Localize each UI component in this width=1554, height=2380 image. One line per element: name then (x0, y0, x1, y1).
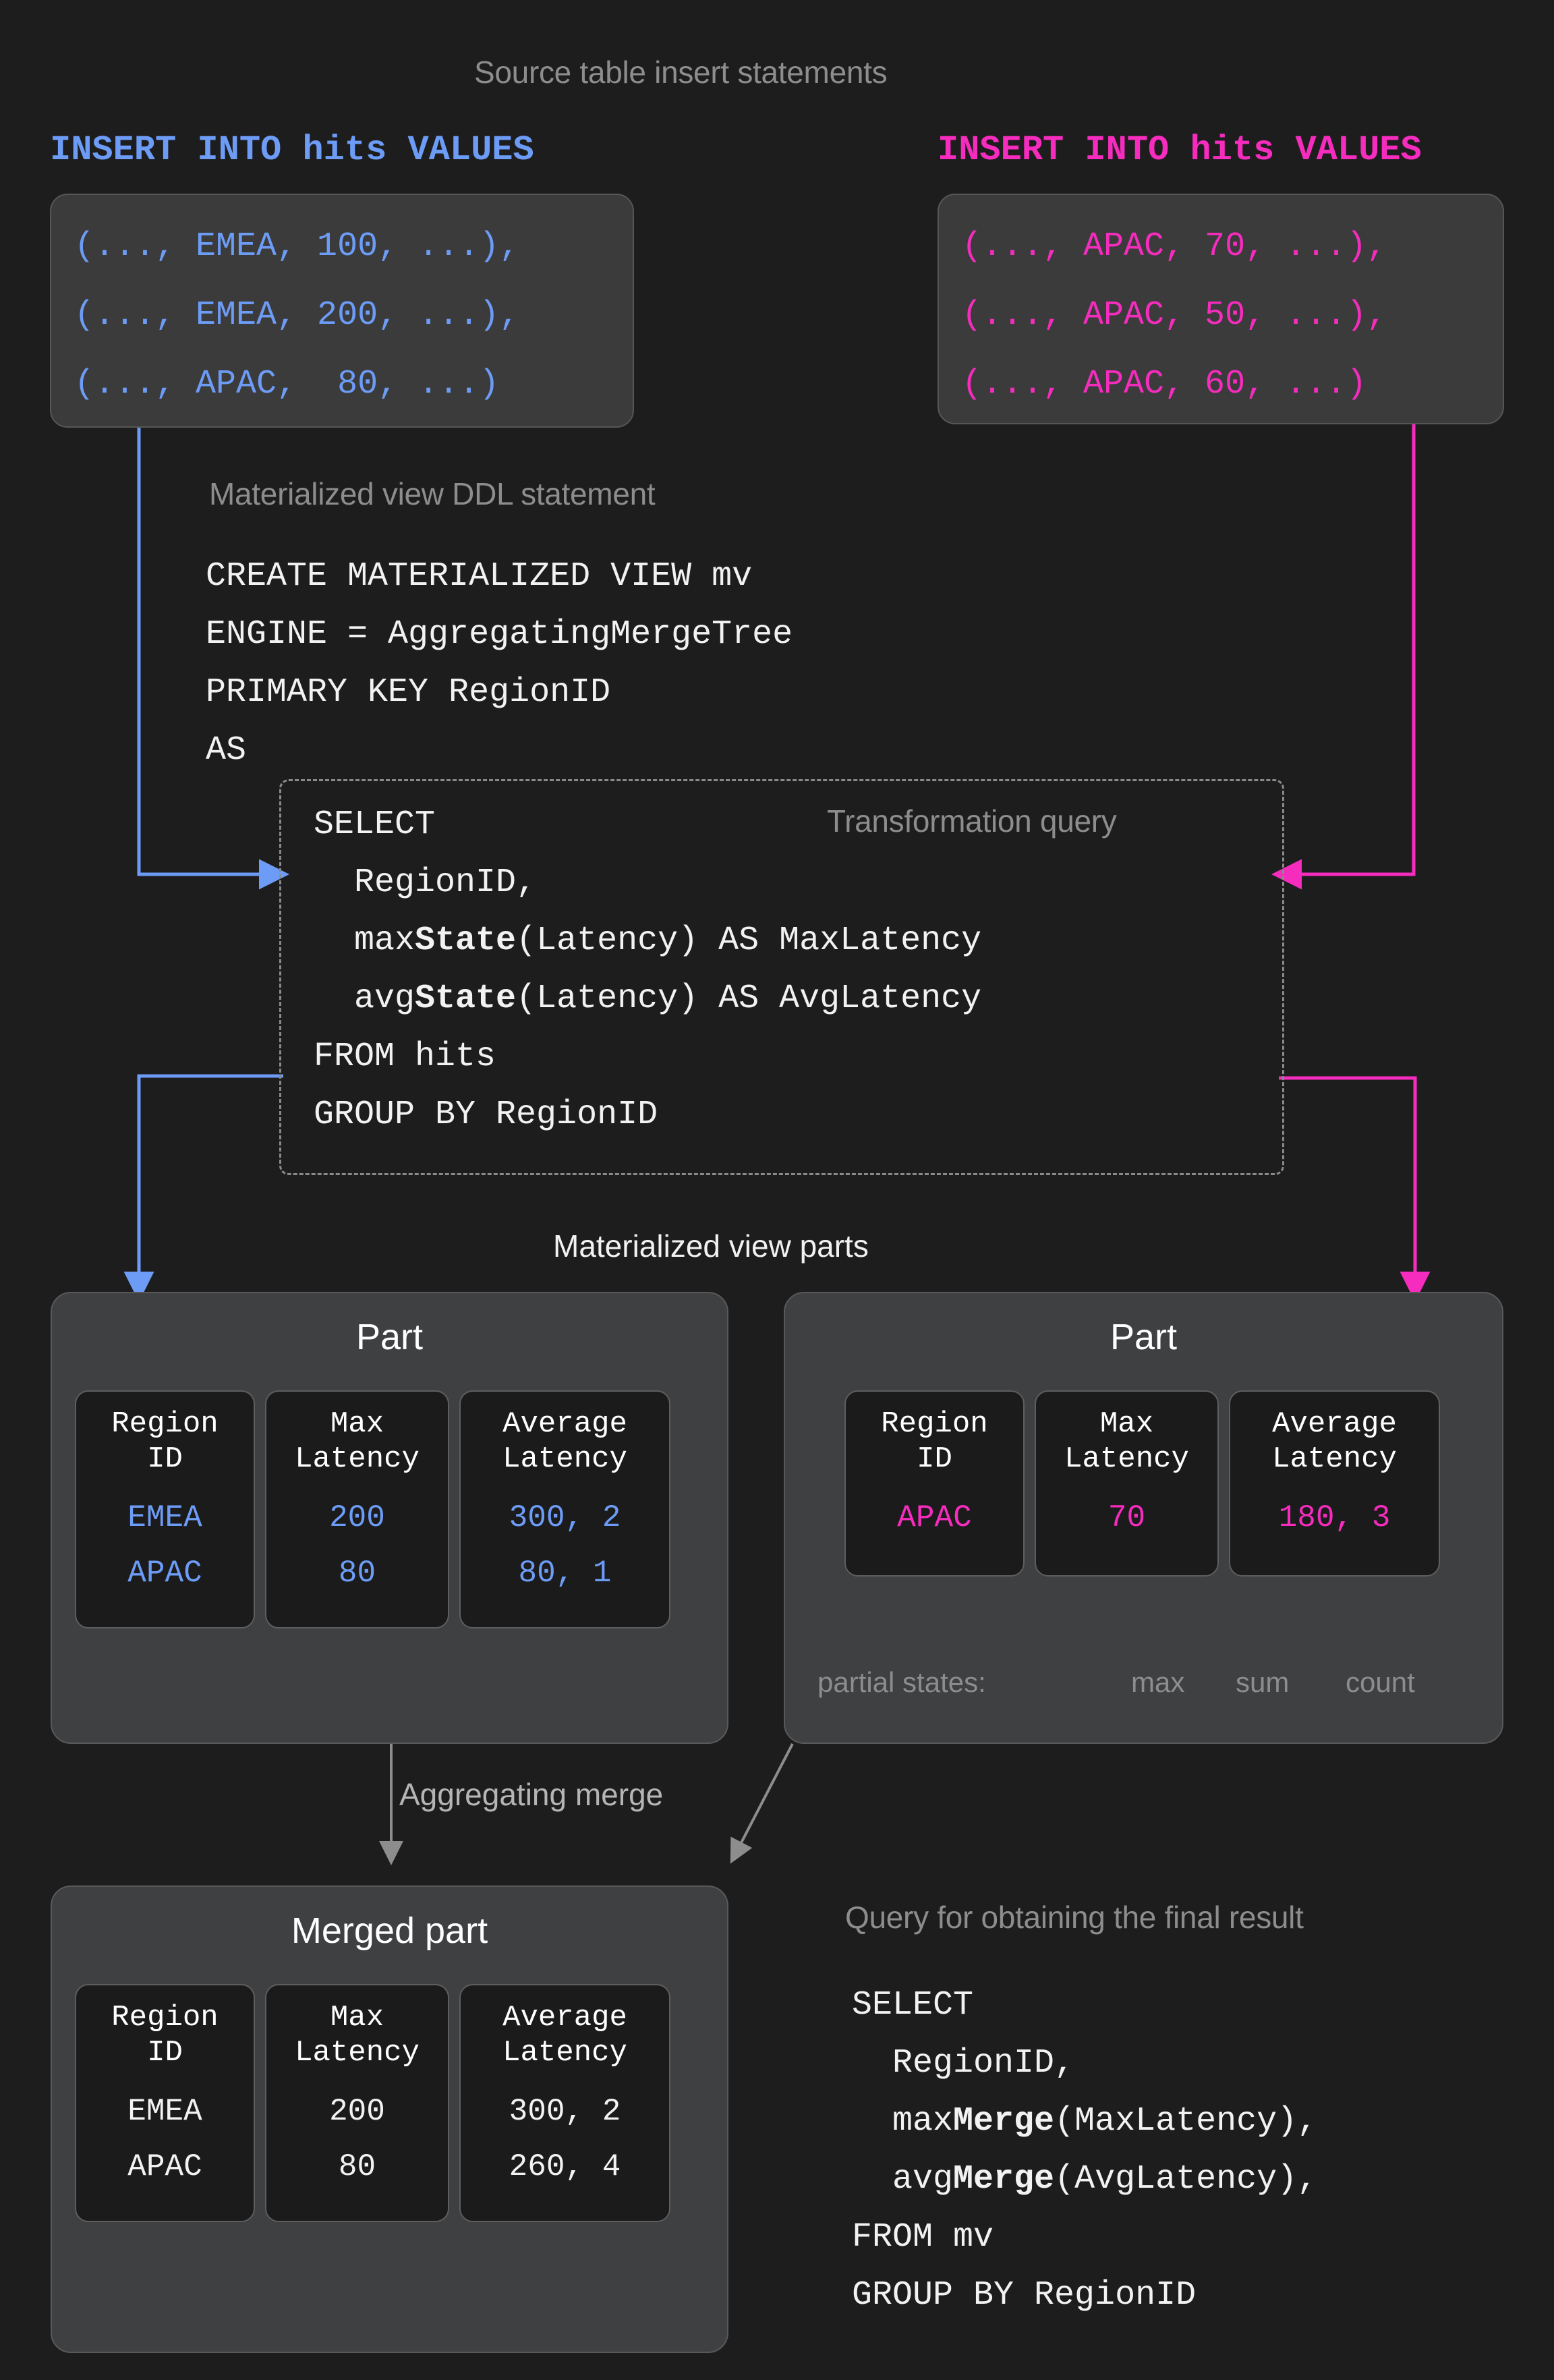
insert-right-row-0: (..., APAC, 70, ...), (962, 227, 1387, 266)
tq-line-4-bold: State (415, 980, 517, 1018)
part-left: Part Region ID EMEA APAC Max Latency 200… (51, 1292, 728, 1744)
fq-line-4-bold: Merge (953, 2160, 1055, 2199)
merged-part-col-max-latency: Max Latency 200 80 (265, 1984, 449, 2222)
part-left-col-region-id: Region ID EMEA APAC (75, 1390, 255, 1628)
final-query-code: SELECT RegionID, maxMerge(MaxLatency), a… (852, 1977, 1317, 2325)
merged-part-cell-0-1: 200 (329, 2094, 385, 2129)
part-left-col-avg-latency: Average Latency 300, 2 80, 1 (459, 1390, 670, 1628)
partial-state-max: max (1131, 1666, 1185, 1698)
fq-line-4: avgMerge(AvgLatency), (852, 2151, 1317, 2209)
part-left-cell-0-0: EMEA (127, 1500, 202, 1535)
merged-part-title: Merged part (291, 1910, 488, 1951)
fq-line-1: SELECT (852, 1986, 974, 2024)
tq-line-3-bold: State (415, 922, 517, 960)
part-left-col-2-header: Average Latency (502, 1407, 627, 1476)
tq-line-4-post: (Latency) AS AvgLatency (516, 980, 982, 1018)
fq-line-3-pre: max (852, 2102, 954, 2141)
tq-line-6: GROUP BY RegionID (314, 1096, 658, 1134)
insert-left-row-2: (..., APAC, 80, ...) (74, 365, 500, 403)
insert-left-row-0: (..., EMEA, 100, ...), (74, 227, 520, 266)
insert-left-row-1: (..., EMEA, 200, ...), (74, 296, 520, 335)
tq-line-3-post: (Latency) AS MaxLatency (516, 922, 982, 960)
partial-states-label: partial states: (817, 1666, 986, 1698)
merged-part-col-2-header: Average Latency (502, 2001, 627, 2070)
tq-line-5: FROM hits (314, 1038, 496, 1076)
partial-state-sum: sum (1236, 1666, 1290, 1698)
fq-line-6: GROUP BY RegionID (852, 2276, 1197, 2315)
aggregating-merge-label: Aggregating merge (399, 1777, 664, 1812)
part-left-col-max-latency: Max Latency 200 80 (265, 1390, 449, 1628)
part-left-cell-1-2: 80, 1 (518, 1556, 612, 1591)
mv-ddl-caption: Materialized view DDL statement (209, 476, 656, 511)
part-right-col-2-header: Average Latency (1272, 1407, 1397, 1476)
ddl-line-3: AS (206, 731, 247, 770)
tq-line-1: SELECT (314, 805, 436, 844)
part-left-col-0-header: Region ID (111, 1407, 219, 1476)
merged-part-cell-1-1: 80 (338, 2149, 376, 2184)
part-left-col-1-header: Max Latency (295, 1407, 420, 1476)
merged-part-cell-1-0: APAC (127, 2149, 202, 2184)
part-left-title: Part (355, 1317, 424, 1357)
transformation-query-box (279, 779, 1284, 1175)
part-right-cell-0-0: APAC (897, 1500, 972, 1535)
part-left-cell-1-0: APAC (127, 1556, 202, 1591)
merged-part-cell-1-2: 260, 4 (509, 2149, 621, 2184)
fq-line-4-pre: avg (852, 2160, 954, 2199)
fq-line-5: FROM mv (852, 2218, 994, 2257)
insert-right-header: INSERT INTO hits VALUES (938, 130, 1422, 170)
merged-part-cell-0-0: EMEA (127, 2094, 202, 2129)
part-right-col-avg-latency: Average Latency 180, 3 (1229, 1390, 1440, 1577)
transformation-query-caption: Transformation query (827, 803, 1117, 839)
insert-right-row-1: (..., APAC, 50, ...), (962, 296, 1387, 335)
insert-right-box: (..., APAC, 70, ...), (..., APAC, 50, ..… (938, 194, 1504, 424)
tq-line-2: RegionID, (314, 863, 537, 902)
fq-line-4-post: (AvgLatency), (1054, 2160, 1318, 2199)
part-right-cell-0-2: 180, 3 (1278, 1500, 1391, 1535)
merged-part-col-avg-latency: Average Latency 300, 2 260, 4 (459, 1984, 670, 2222)
mv-ddl-block: CREATE MATERIALIZED VIEW mv ENGINE = Agg… (206, 548, 793, 780)
fq-line-3-post: (MaxLatency), (1054, 2102, 1318, 2141)
part-right-col-1-header: Max Latency (1064, 1407, 1189, 1476)
tq-line-3: maxState(Latency) AS MaxLatency (314, 912, 981, 970)
insert-left-box: (..., EMEA, 100, ...), (..., EMEA, 200, … (50, 194, 634, 428)
part-right-col-0-header: Region ID (881, 1407, 988, 1476)
part-right-cell-0-1: 70 (1107, 1500, 1146, 1535)
tq-line-4-pre: avg (314, 980, 415, 1018)
ddl-line-2: PRIMARY KEY RegionID (206, 673, 611, 712)
fq-line-3-bold: Merge (953, 2102, 1055, 2141)
part-right: Part Region ID APAC Max Latency 70 Avera… (784, 1292, 1503, 1744)
tq-line-4: avgState(Latency) AS AvgLatency (314, 970, 981, 1028)
merged-part-col-region-id: Region ID EMEA APAC (75, 1984, 255, 2222)
source-inserts-caption: Source table insert statements (474, 55, 888, 90)
merged-part: Merged part Region ID EMEA APAC Max Late… (51, 1886, 728, 2353)
part-left-cell-0-1: 200 (329, 1500, 385, 1535)
insert-left-header: INSERT INTO hits VALUES (50, 130, 534, 170)
merged-part-col-1-header: Max Latency (295, 2001, 420, 2070)
ddl-line-0: CREATE MATERIALIZED VIEW mv (206, 557, 753, 596)
insert-right-row-2: (..., APAC, 60, ...) (962, 365, 1367, 403)
final-query-caption: Query for obtaining the final result (845, 1900, 1304, 1935)
fq-line-3: maxMerge(MaxLatency), (852, 2093, 1317, 2151)
transformation-query-code: SELECT RegionID, maxState(Latency) AS Ma… (314, 796, 981, 1144)
ddl-line-1: ENGINE = AggregatingMergeTree (206, 615, 793, 654)
merged-part-cell-0-2: 300, 2 (509, 2094, 621, 2129)
partial-state-count: count (1346, 1666, 1415, 1698)
mv-parts-caption: Materialized view parts (553, 1228, 869, 1264)
part-right-title: Part (1110, 1317, 1178, 1357)
part-left-cell-1-1: 80 (338, 1556, 376, 1591)
tq-line-3-pre: max (314, 922, 415, 960)
part-left-cell-0-2: 300, 2 (509, 1500, 621, 1535)
part-right-col-region-id: Region ID APAC (844, 1390, 1025, 1577)
merged-part-col-0-header: Region ID (111, 2001, 219, 2070)
fq-line-2: RegionID, (852, 2044, 1075, 2082)
part-right-col-max-latency: Max Latency 70 (1035, 1390, 1219, 1577)
